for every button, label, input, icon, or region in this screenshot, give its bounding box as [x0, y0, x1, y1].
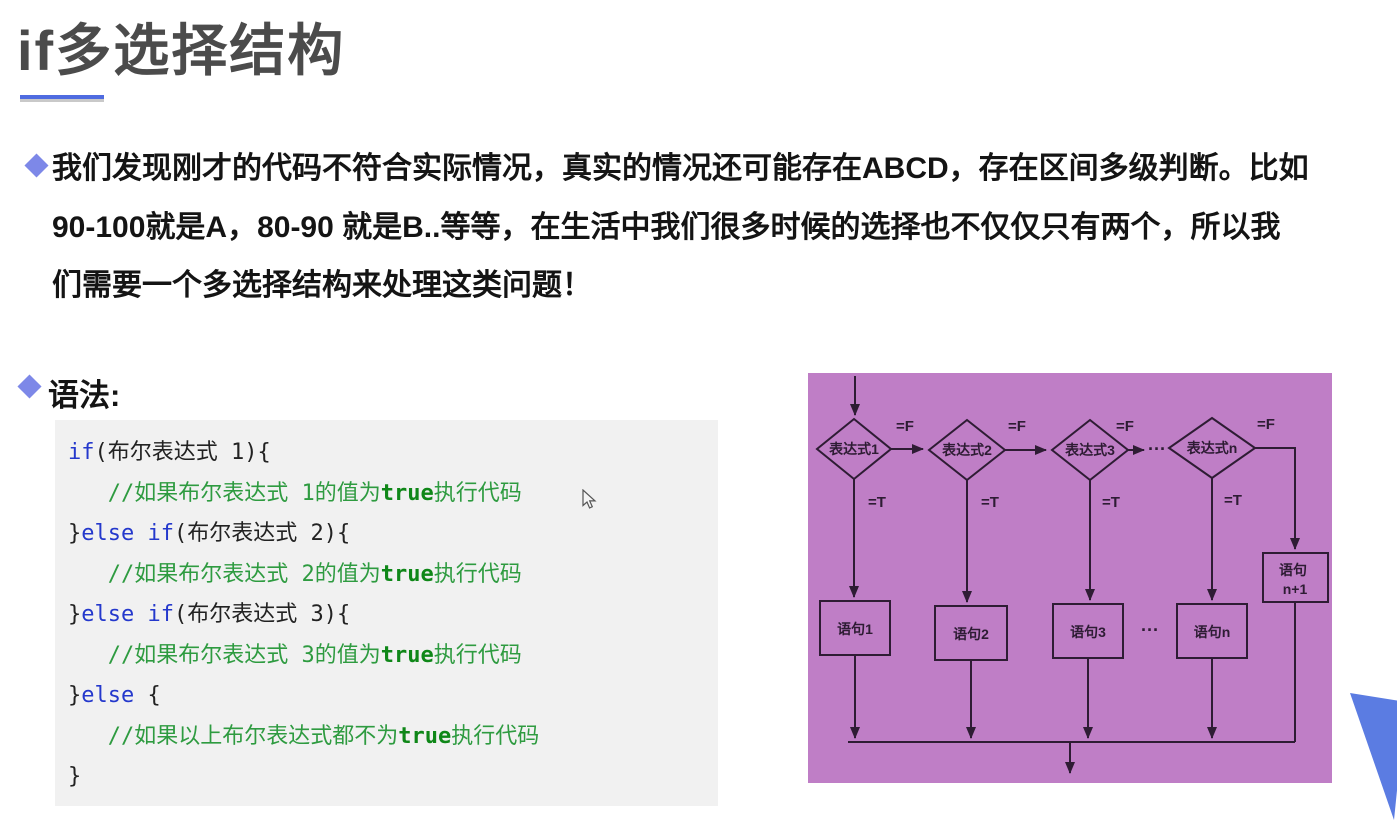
- code-line: //如果布尔表达式 2的值为true执行代码: [68, 555, 718, 596]
- code-token: 执行代码: [433, 642, 522, 668]
- box-statement-3: [1052, 603, 1124, 659]
- true-label: =T: [868, 494, 886, 511]
- intro-line: 我们发现刚才的代码不符合实际情况，真实的情况还可能存在ABCD，存在区间多级判断…: [52, 152, 1309, 185]
- false-arrow-n: [1255, 447, 1300, 550]
- code-token: true: [380, 561, 434, 587]
- syntax-heading: 语法:: [48, 378, 121, 413]
- corner-triangle-decoration: [1350, 693, 1397, 820]
- diamond-bullet-icon: [17, 374, 42, 399]
- box-label: 语句n: [1194, 624, 1231, 640]
- mouse-cursor-icon: [582, 489, 597, 509]
- box-label-n1: 语句 n+1: [1279, 562, 1311, 597]
- diamond-label: 表达式1: [828, 441, 879, 457]
- code-token: //如果布尔表达式 3的值为: [68, 642, 381, 668]
- diamond-expression-n: [1167, 416, 1257, 480]
- code-token: //如果以上布尔表达式都不为: [68, 723, 399, 749]
- box-statement-2: [934, 605, 1008, 661]
- code-token: 执行代码: [433, 561, 522, 587]
- code-line: }else if(布尔表达式 3){: [68, 595, 718, 636]
- code-token: if: [68, 440, 95, 465]
- code-block: if(布尔表达式 1){ //如果布尔表达式 1的值为true执行代码}else…: [55, 420, 718, 806]
- flowchart-diagram: 表达式1 表达式2 表达式3 表达式n 语句1 语句2 语句3 语句n 语句 n…: [808, 373, 1332, 783]
- page-title: if多选择结构: [17, 19, 346, 82]
- false-label: =F: [896, 418, 914, 435]
- code-token: else if: [81, 521, 174, 546]
- code-line: }: [68, 757, 718, 798]
- false-label: =F: [1116, 418, 1134, 435]
- box-statement-n1: [1262, 552, 1329, 603]
- code-line: }else {: [68, 676, 718, 717]
- code-token: true: [380, 642, 434, 668]
- true-label: =T: [1102, 494, 1120, 511]
- code-line: //如果布尔表达式 3的值为true执行代码: [68, 636, 718, 677]
- code-token: true: [398, 723, 452, 749]
- intro-paragraph: 我们发现刚才的代码不符合实际情况，真实的情况还可能存在ABCD，存在区间多级判断…: [52, 140, 1309, 316]
- diamond-label: 表达式n: [1186, 440, 1238, 456]
- false-label: =F: [1257, 416, 1275, 433]
- true-label: =T: [1224, 492, 1242, 509]
- triangle-shape: [1350, 693, 1397, 820]
- code-token: (布尔表达式 1){: [94, 440, 271, 465]
- diamond-expression-3: [1050, 418, 1130, 482]
- box-label: 语句3: [1070, 624, 1106, 640]
- ellipsis-dots: ···: [1148, 439, 1166, 459]
- code-token: (布尔表达式 3){: [173, 602, 351, 627]
- false-label: =F: [1008, 418, 1026, 435]
- code-token: }: [68, 521, 82, 546]
- diamond-expression-2: [927, 418, 1007, 482]
- true-label: =T: [981, 494, 999, 511]
- ellipsis-dots: ···: [1141, 620, 1159, 640]
- diamond-expression-1: [815, 417, 893, 481]
- code-token: }: [68, 764, 82, 789]
- code-token: //如果布尔表达式 1的值为: [68, 480, 381, 506]
- code-token: 执行代码: [433, 480, 522, 506]
- code-token: 执行代码: [451, 723, 540, 749]
- code-token: (布尔表达式 2){: [173, 521, 351, 546]
- code-token: }: [68, 683, 82, 708]
- diamond-bullet-icon: [24, 153, 49, 178]
- code-token: true: [380, 480, 434, 506]
- title-underline: [20, 95, 104, 99]
- code-token: else if: [81, 602, 174, 627]
- diamond-label: 表达式3: [1064, 442, 1115, 458]
- code-line: if(布尔表达式 1){: [68, 433, 718, 474]
- code-token: {: [134, 683, 161, 708]
- box-label: 语句2: [953, 626, 989, 642]
- code-token: }: [68, 602, 82, 627]
- code-line: }else if(布尔表达式 2){: [68, 514, 718, 555]
- box-statement-n: [1176, 603, 1248, 659]
- diamond-label: 表达式2: [941, 442, 992, 458]
- code-token: //如果布尔表达式 2的值为: [68, 561, 381, 587]
- box-label: 语句1: [837, 621, 873, 637]
- code-line: //如果布尔表达式 1的值为true执行代码: [68, 474, 718, 515]
- intro-line: 们需要一个多选择结构来处理这类问题！: [52, 269, 592, 302]
- flowchart-arrows: [848, 376, 1300, 774]
- code-line: //如果以上布尔表达式都不为true执行代码: [68, 717, 718, 758]
- box-statement-1: [819, 600, 891, 656]
- code-token: else: [81, 683, 135, 708]
- intro-line: 90-100就是A，80-90 就是B..等等，在生活中我们很多时候的选择也不仅…: [52, 210, 1281, 244]
